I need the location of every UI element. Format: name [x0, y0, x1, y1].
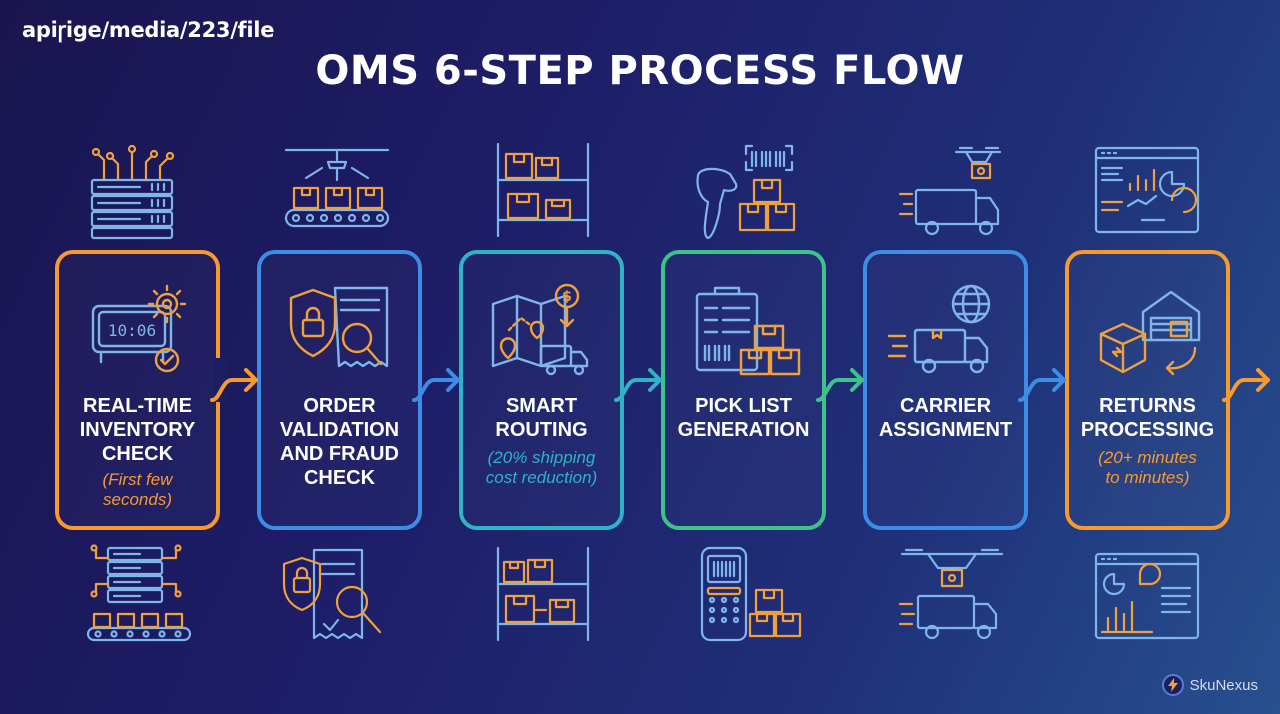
dashboard-charts-icon: [1094, 146, 1200, 234]
shield-document-icon: [282, 548, 382, 640]
step-card: [257, 250, 422, 530]
truck-globe-icon: [887, 284, 991, 374]
step-label: CARRIER ASSIGNMENT: [878, 395, 1013, 441]
step-2: ORDER VALIDATION AND FRAUD CHECK: [257, 250, 422, 530]
step-note: (20+ minutes to minutes): [1098, 448, 1197, 487]
arrow-right-icon: [1222, 368, 1270, 402]
step-card: [661, 250, 826, 530]
brand-logo: SkuNexus: [1161, 674, 1258, 696]
arrow-right-icon: [210, 368, 258, 402]
step-4: PICK LIST GENERATION: [661, 250, 826, 530]
arrow-right-icon: [816, 368, 864, 402]
shelf-boxes-icon: [496, 142, 590, 238]
step-label: RETURNS PROCESSING: [1080, 395, 1215, 441]
step-3: $ SMART ROUTING (20% shipping cost reduc…: [459, 250, 624, 530]
step-1: 10:06 REAL-TIME INVENTORY CHECK (First f…: [55, 250, 226, 530]
page-title: OMS 6-STEP PROCESS FLOW: [315, 48, 965, 94]
step-label: REAL-TIME INVENTORY CHECK: [79, 395, 196, 465]
step-note: (First few seconds): [102, 470, 173, 509]
watermark: apiꞅige/media/223/file: [22, 18, 275, 42]
arrow-right-icon: [412, 368, 460, 402]
brand-name: SkuNexus: [1189, 676, 1258, 694]
arrow-right-icon: [1018, 368, 1066, 402]
step-label: PICK LIST GENERATION: [677, 395, 810, 441]
step-5: CARRIER ASSIGNMENT: [863, 250, 1028, 530]
step-label: SMART ROUTING: [495, 395, 588, 441]
step-card: [863, 250, 1028, 530]
lightning-icon: [1161, 674, 1184, 696]
step-6: RETURNS PROCESSING (20+ minutes to minut…: [1065, 250, 1230, 530]
barcode-scanner-icon: [696, 144, 796, 240]
step-note: (20% shipping cost reduction): [485, 448, 598, 487]
svg-text:$: $: [562, 289, 572, 305]
svg-text:10:06: 10:06: [108, 321, 156, 340]
handheld-scanner-icon: [700, 546, 802, 642]
step-card: [459, 250, 624, 530]
inventory-clock-icon: 10:06: [91, 284, 187, 373]
route-map-icon: $: [491, 283, 589, 376]
dashboard-charts-icon: [1094, 552, 1200, 640]
server-network-icon: [90, 144, 175, 240]
drone-truck-icon: [898, 146, 1002, 236]
conveyor-boxes-icon: [284, 148, 390, 228]
warehouse-return-icon: [1099, 290, 1201, 376]
clipboard-boxes-icon: [695, 286, 801, 376]
shelf-boxes-icon: [496, 546, 590, 642]
server-conveyor-icon: [86, 544, 192, 642]
step-card: [1065, 250, 1230, 530]
arrow-right-icon: [614, 368, 662, 402]
step-label: ORDER VALIDATION AND FRAUD CHECK: [279, 395, 400, 489]
drone-truck-icon: [898, 548, 1004, 640]
shield-lock-icon: [289, 286, 389, 368]
